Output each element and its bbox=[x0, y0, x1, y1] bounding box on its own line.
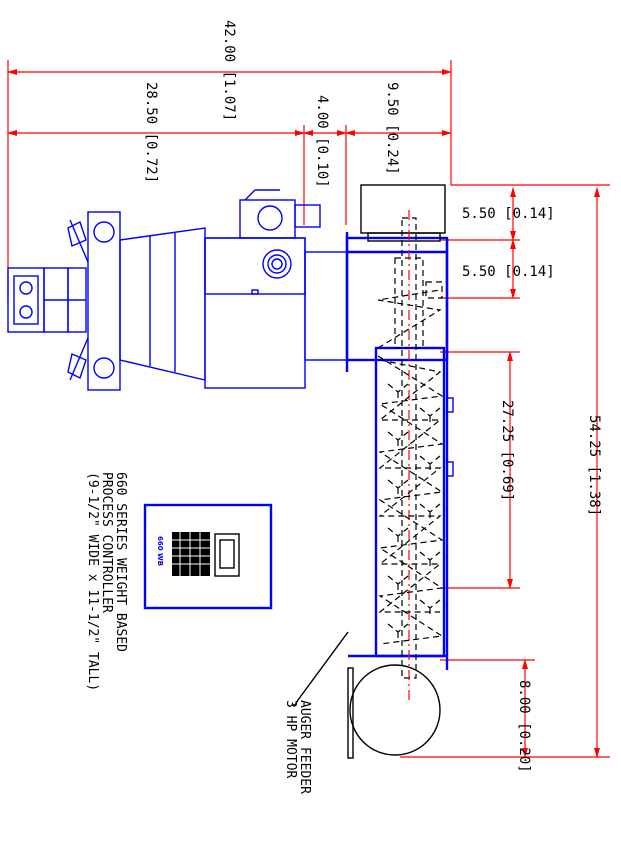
dim-overall-height: 54.25 [1.38] bbox=[586, 415, 602, 516]
outlet bbox=[347, 664, 441, 759]
controller-panel: 660 WB bbox=[143, 503, 273, 610]
dim-auger-length: 27.25 [0.69] bbox=[499, 400, 515, 501]
feeder-equipment bbox=[7, 189, 454, 670]
notes: 660 SERIES WEIGHT BASED PROCESS CONTROLL… bbox=[85, 472, 312, 794]
auger-note-line1: AUGER FEEDER bbox=[297, 700, 312, 794]
dim-body-length: 28.50 [0.72] bbox=[143, 82, 159, 183]
auger-leader-line bbox=[292, 631, 349, 706]
dim-motor-height: 5.50 [0.14] bbox=[462, 206, 555, 222]
controller-note-line2: PROCESS CONTROLLER bbox=[99, 472, 114, 613]
dim-outlet-diameter: 8.00 [0.20] bbox=[516, 680, 532, 773]
auger-motor bbox=[360, 184, 446, 700]
dim-inlet-height: 5.50 [0.14] bbox=[462, 264, 555, 280]
dim-motor-offset: 4.00 [0.10] bbox=[314, 95, 330, 188]
auger-note-line2: 3 HP MOTOR bbox=[283, 700, 298, 778]
dimension-labels: 42.00 [1.07] 28.50 [0.72] 4.00 [0.10] 9.… bbox=[143, 20, 602, 773]
dimension-lines bbox=[7, 60, 610, 758]
controller-note-line1: 660 SERIES WEIGHT BASED bbox=[113, 472, 128, 652]
dim-overall-width: 42.00 [1.07] bbox=[221, 20, 237, 121]
auger-flights bbox=[377, 281, 444, 645]
controller-brand-label: 660 WB bbox=[156, 536, 164, 566]
dim-inlet-width: 9.50 [0.24] bbox=[384, 82, 400, 175]
controller-note-line3: (9-1/2" WIDE x 11-1/2" TALL) bbox=[85, 472, 100, 691]
